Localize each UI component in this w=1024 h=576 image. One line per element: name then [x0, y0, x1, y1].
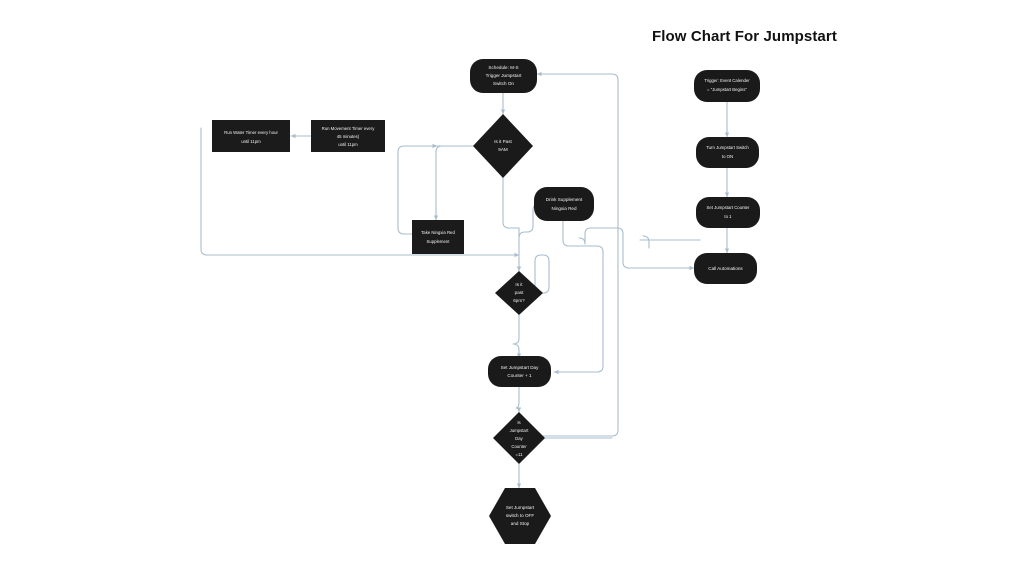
edge-secondary-to-call-automations [642, 235, 650, 249]
node-schedule-shape[interactable] [470, 59, 537, 93]
edge-9am-to-take-supplement [433, 145, 474, 221]
node-is-past-6pm[interactable]: Is it past 6pm? [495, 271, 543, 315]
node-is-past-6pm-shape[interactable] [495, 271, 543, 315]
node-movement-timer[interactable]: Run Movement Timer every 45 minutes) unt… [311, 120, 385, 152]
node-setc-line1: Set Jumpstart Counter [707, 205, 751, 210]
edge-water-timer-loop-to-6pm [200, 127, 520, 258]
node-off-line2: switch to OFF [506, 513, 535, 518]
node-is11-line1: Is [517, 420, 520, 425]
node-drink-supplement[interactable]: Drink Supplement Ningxia Red [534, 187, 594, 221]
node-schedule-line1: Schedule: M-S [488, 65, 518, 70]
node-9am-line2: 9AM [498, 147, 508, 152]
node-6pm-line1: Is it [515, 282, 523, 287]
node-is-past-9am-shape[interactable] [473, 114, 533, 178]
node-turnon-line2: to ON [722, 154, 733, 159]
node-schedule-line3: Switch On [493, 81, 514, 86]
node-daycount-line1: Set Jumpstart Day [501, 365, 539, 370]
node-set-day-counter-shape[interactable] [488, 356, 551, 387]
node-turn-switch-on[interactable]: Turn Jumpstart Switch to ON [696, 137, 759, 168]
node-is-counter-eleven-shape[interactable] [493, 412, 545, 464]
edge-9am-no-to-movement-timer [397, 145, 474, 237]
node-9am-line1: Is it Past [494, 139, 512, 144]
edge-counter-loop-to-schedule [536, 71, 619, 437]
node-take-line1: Take Ningxia Red [421, 230, 455, 235]
node-setc-line2: to 1 [724, 214, 732, 219]
node-water-timer[interactable]: Run Water Timer every hour until 11pm [212, 120, 290, 152]
node-drink-line1: Drink Supplement [546, 197, 583, 202]
node-off-line1: Set Jumpstart [506, 505, 535, 510]
node-is11-line3: Day [515, 436, 523, 441]
node-move-line3: until 11pm [338, 142, 358, 147]
node-switch-off-stop[interactable]: Set Jumpstart switch to OFF and Stop [489, 488, 551, 544]
node-trigger-line2: = "Jumpstart Begins" [707, 87, 747, 92]
node-take-ningxia-supplement[interactable]: Take Ningxia Red Supplement [412, 220, 464, 254]
node-call-automations-shape[interactable] [694, 253, 757, 284]
node-take-ningxia-shape[interactable] [412, 220, 464, 254]
node-drink-supplement-shape[interactable] [534, 187, 594, 221]
node-6pm-line2: past [515, 290, 524, 295]
edge-left-branch-to-call-automations [578, 227, 695, 271]
node-trigger-line1: Trigger: Event Calender [704, 78, 750, 83]
node-trigger-calendar-shape[interactable] [694, 70, 760, 102]
edge-6pm-no-loop [534, 254, 550, 296]
node-off-line3: and Stop [511, 521, 530, 526]
node-water-line2: until 11pm [241, 139, 261, 144]
node-call-automations[interactable]: Call Automations [694, 253, 757, 284]
node-trigger-event-calendar[interactable]: Trigger: Event Calender = "Jumpstart Beg… [694, 70, 760, 102]
edge-9am-down-to-6pm [502, 177, 522, 272]
node-is11-line4: Counter [511, 444, 527, 449]
node-is11-line5: =11 [516, 452, 524, 457]
node-drink-line2: Ningxia Red [551, 206, 576, 211]
node-turn-switch-on-shape[interactable] [696, 137, 759, 168]
node-take-line2: Supplement [427, 239, 451, 244]
node-call-line1: Call Automations [708, 266, 743, 271]
node-water-line1: Run Water Timer every hour [224, 130, 278, 135]
page-title: Flow Chart For Jumpstart [652, 28, 837, 45]
node-water-timer-shape[interactable] [212, 120, 290, 152]
edge-layer [200, 71, 730, 489]
node-is-counter-eleven[interactable]: Is Jumpstart Day Counter =11 [493, 412, 545, 464]
node-switch-off-shape[interactable] [489, 488, 551, 544]
node-daycount-line2: Counter + 1 [507, 373, 532, 378]
node-set-counter-one[interactable]: Set Jumpstart Counter to 1 [696, 197, 760, 228]
edge-drink-to-day-counter [553, 220, 604, 375]
node-is-past-9am[interactable]: Is it Past 9AM [473, 114, 533, 178]
node-set-counter-one-shape[interactable] [696, 197, 760, 228]
node-6pm-line3: 6pm? [513, 298, 525, 303]
node-schedule-line2: Trigger Jumpstart [486, 73, 523, 78]
node-set-day-counter[interactable]: Set Jumpstart Day Counter + 1 [488, 356, 551, 387]
node-move-line2: 45 minutes) [337, 134, 360, 139]
edge-day-counter-to-is11 [515, 386, 522, 413]
edge-6pm-to-day-counter [512, 314, 522, 359]
node-schedule-trigger[interactable]: Schedule: M-S Trigger Jumpstart Switch O… [470, 59, 537, 93]
node-turnon-line1: Turn Jumpstart Switch [706, 145, 749, 150]
node-is11-line2: Jumpstart [510, 428, 530, 433]
node-move-line1: Run Movement Timer every [322, 126, 376, 131]
node-movement-timer-shape[interactable] [311, 120, 385, 152]
